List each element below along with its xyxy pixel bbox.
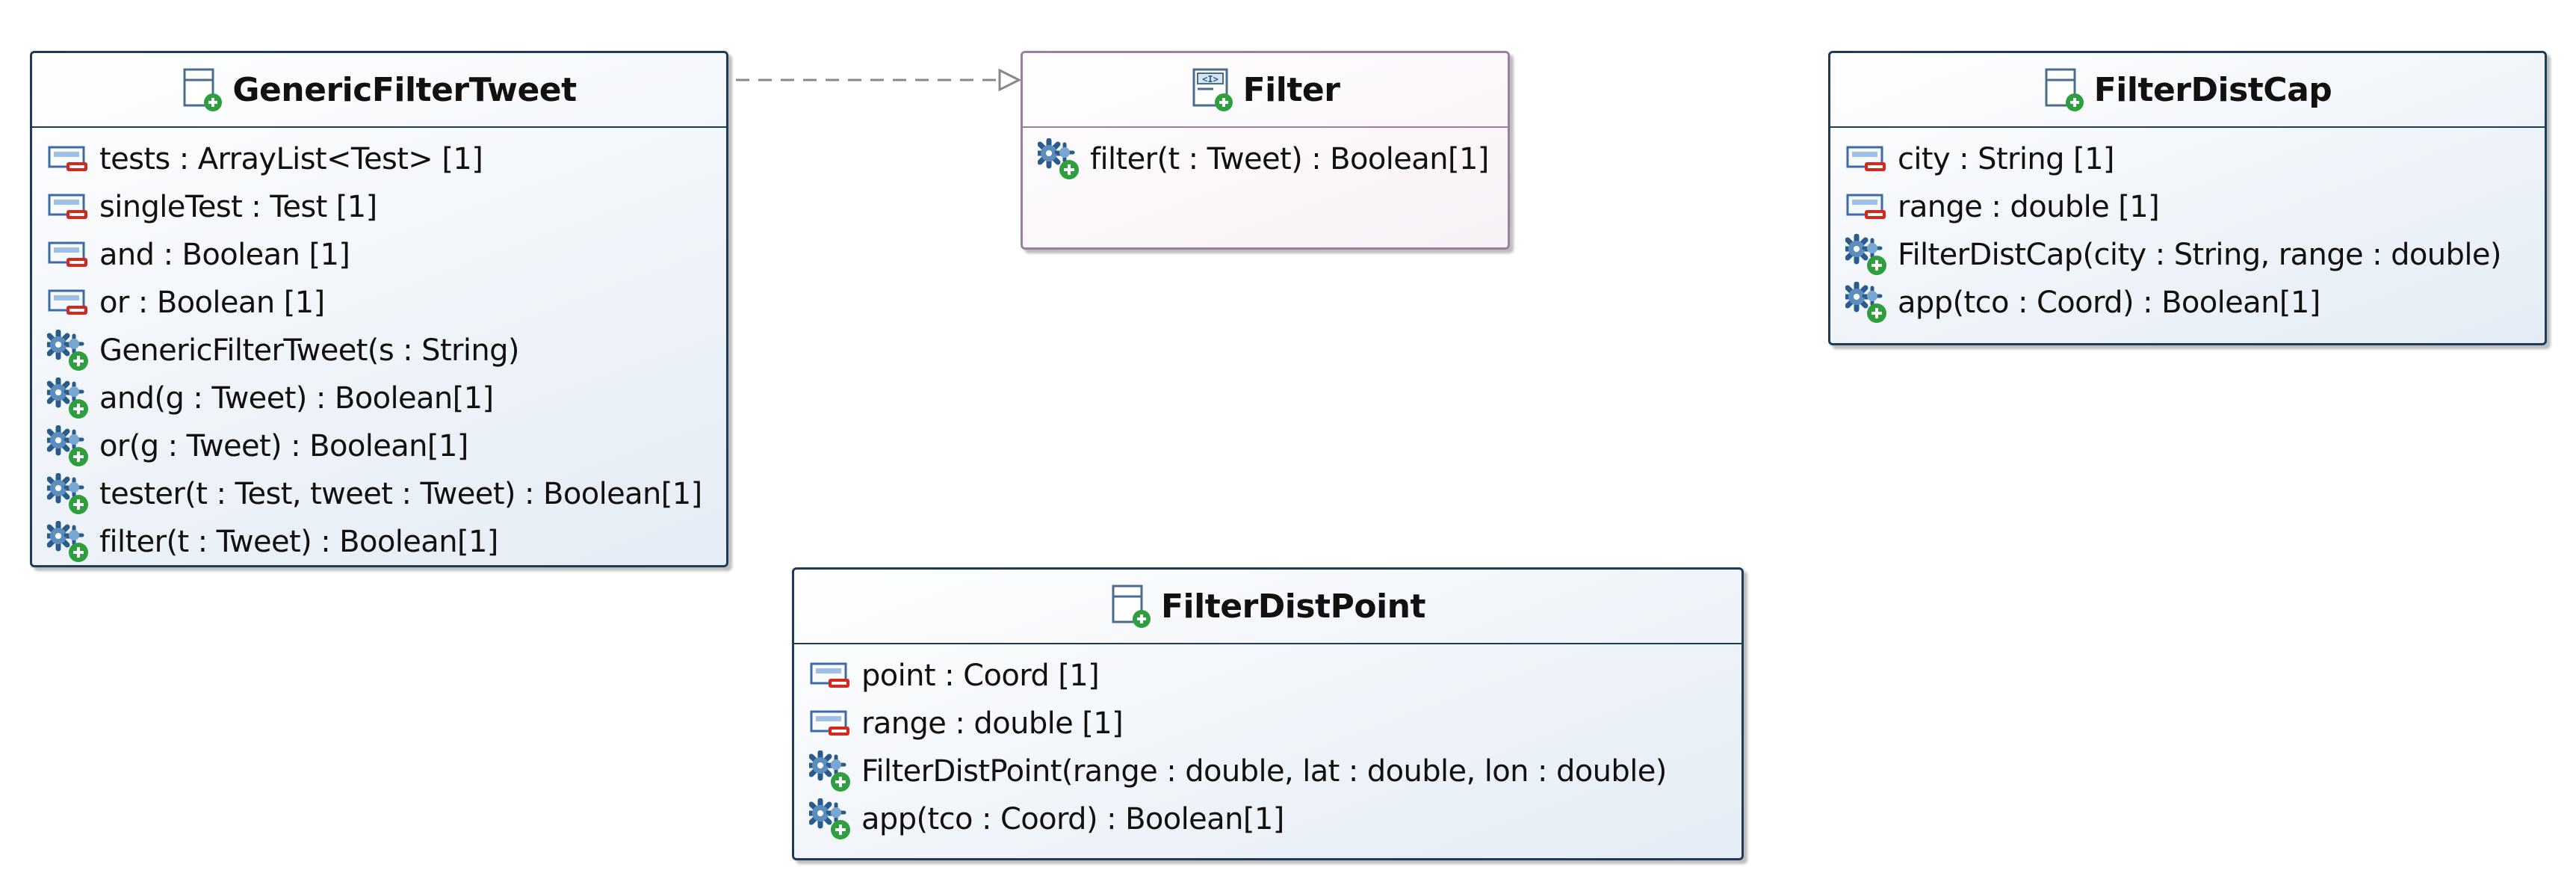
class-filter-dist-point[interactable]: FilterDistPoint point : Coord [1] range … — [792, 567, 1744, 860]
private-attribute-icon — [1846, 146, 1886, 171]
operation-row[interactable]: or(g : Tweet) : Boolean[1] — [32, 422, 726, 470]
operation-row[interactable]: and(g : Tweet) : Boolean[1] — [32, 374, 726, 422]
operation-row[interactable]: FilterDistCap(city : String, range : dou… — [1830, 231, 2545, 279]
public-operation-icon — [1845, 234, 1886, 275]
public-operation-icon — [1845, 282, 1886, 323]
attribute-text: tests : ArrayList<Test> [1] — [99, 142, 483, 176]
class-header: FilterDistPoint — [794, 570, 1741, 644]
attribute-text: singleTest : Test [1] — [99, 190, 377, 224]
class-icon — [183, 68, 223, 111]
operation-row[interactable]: app(tco : Coord) : Boolean[1] — [794, 795, 1741, 843]
public-operation-icon — [47, 425, 88, 466]
private-attribute-icon — [48, 241, 87, 267]
attribute-text: or : Boolean [1] — [99, 286, 325, 320]
interface-members: filter(t : Tweet) : Boolean[1] — [1023, 128, 1508, 183]
operation-text: tester(t : Test, tweet : Tweet) : Boolea… — [99, 477, 702, 511]
operation-row[interactable]: GenericFilterTweet(s : String) — [32, 327, 726, 374]
attribute-text: point : Coord [1] — [861, 659, 1100, 693]
public-operation-icon — [47, 473, 88, 514]
attribute-row[interactable]: range : double [1] — [794, 700, 1741, 747]
attribute-row[interactable]: point : Coord [1] — [794, 652, 1741, 700]
operation-text: filter(t : Tweet) : Boolean[1] — [1090, 142, 1489, 176]
realization-arrowhead — [998, 68, 1022, 92]
operation-text: FilterDistCap(city : String, range : dou… — [1898, 238, 2501, 272]
interface-filter[interactable]: <I> Filter filter(t : Tweet) : Boolean[1… — [1021, 51, 1510, 250]
attribute-row[interactable]: and : Boolean [1] — [32, 231, 726, 279]
private-attribute-icon — [1846, 194, 1886, 219]
operation-row[interactable]: app(tco : Coord) : Boolean[1] — [1830, 279, 2545, 327]
attribute-text: range : double [1] — [861, 706, 1124, 741]
class-filter-dist-cap[interactable]: FilterDistCap city : String [1] range : … — [1828, 51, 2547, 345]
private-attribute-icon — [48, 146, 87, 171]
attribute-row[interactable]: tests : ArrayList<Test> [1] — [32, 135, 726, 183]
operation-row[interactable]: filter(t : Tweet) : Boolean[1] — [32, 518, 726, 565]
svg-text:<I>: <I> — [1202, 74, 1219, 84]
private-attribute-icon — [810, 662, 849, 688]
interface-header: <I> Filter — [1023, 53, 1508, 128]
private-attribute-icon — [48, 194, 87, 219]
operation-text: and(g : Tweet) : Boolean[1] — [99, 381, 494, 416]
public-operation-icon — [47, 377, 88, 419]
class-members: city : String [1] range : double [1] Fil… — [1830, 128, 2545, 327]
attribute-row[interactable]: singleTest : Test [1] — [32, 183, 726, 231]
class-name: FilterDistPoint — [1160, 587, 1426, 626]
attribute-row[interactable]: city : String [1] — [1830, 135, 2545, 183]
class-header: GenericFilterTweet — [32, 53, 726, 128]
class-name: GenericFilterTweet — [232, 70, 577, 109]
operation-text: filter(t : Tweet) : Boolean[1] — [99, 525, 498, 559]
class-icon — [2045, 68, 2084, 111]
public-operation-icon — [809, 798, 850, 839]
private-attribute-icon — [48, 289, 87, 315]
attribute-row[interactable]: or : Boolean [1] — [32, 279, 726, 327]
operation-text: GenericFilterTweet(s : String) — [99, 333, 520, 368]
class-header: FilterDistCap — [1830, 53, 2545, 128]
operation-text: app(tco : Coord) : Boolean[1] — [1898, 286, 2320, 320]
interface-icon: <I> — [1192, 68, 1233, 111]
class-name: FilterDistCap — [2093, 70, 2332, 109]
class-members: tests : ArrayList<Test> [1] singleTest :… — [32, 128, 726, 565]
class-generic-filter-tweet[interactable]: GenericFilterTweet tests : ArrayList<Tes… — [30, 51, 728, 567]
class-members: point : Coord [1] range : double [1] Fil… — [794, 644, 1741, 843]
public-operation-icon — [47, 330, 88, 371]
interface-name: Filter — [1242, 70, 1340, 109]
operation-text: FilterDistPoint(range : double, lat : do… — [861, 754, 1667, 789]
private-attribute-icon — [810, 710, 849, 736]
operation-text: app(tco : Coord) : Boolean[1] — [861, 802, 1284, 836]
public-operation-icon — [1038, 138, 1079, 179]
operation-text: or(g : Tweet) : Boolean[1] — [99, 429, 468, 463]
attribute-row[interactable]: range : double [1] — [1830, 183, 2545, 231]
class-icon — [1112, 585, 1151, 628]
attribute-text: range : double [1] — [1898, 190, 2160, 224]
operation-row[interactable]: tester(t : Test, tweet : Tweet) : Boolea… — [32, 470, 726, 518]
operation-row[interactable]: filter(t : Tweet) : Boolean[1] — [1023, 135, 1508, 183]
attribute-text: city : String [1] — [1898, 142, 2115, 176]
attribute-text: and : Boolean [1] — [99, 238, 350, 272]
public-operation-icon — [809, 750, 850, 792]
operation-row[interactable]: FilterDistPoint(range : double, lat : do… — [794, 747, 1741, 795]
public-operation-icon — [47, 521, 88, 562]
